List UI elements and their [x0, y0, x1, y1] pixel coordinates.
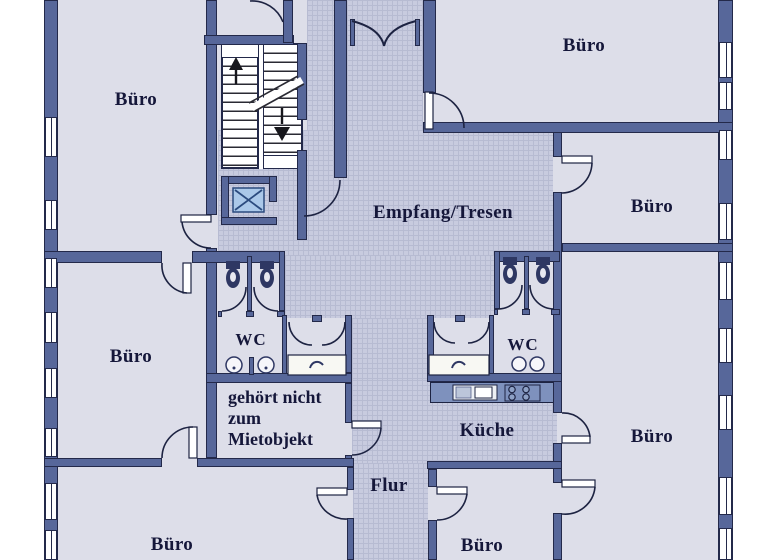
- not-rented-line3: Mietobjekt: [228, 429, 313, 449]
- hallway-mid: [352, 318, 427, 380]
- window-icon: [719, 395, 732, 430]
- window-icon: [45, 312, 57, 343]
- wall: [427, 373, 562, 382]
- window-icon: [719, 130, 732, 160]
- window-icon: [719, 42, 732, 78]
- window-icon: [45, 117, 57, 157]
- wall: [312, 315, 322, 322]
- window-icon: [45, 530, 57, 560]
- elevator-shaft-wall: [221, 217, 277, 225]
- wall: [428, 469, 437, 487]
- window-icon: [719, 203, 732, 240]
- window-icon: [45, 483, 57, 520]
- window-icon: [45, 200, 57, 230]
- wall: [246, 311, 254, 317]
- room-label-buero-bottom-left: Büro: [150, 534, 194, 555]
- wall: [206, 262, 217, 458]
- wall: [345, 383, 352, 423]
- wall: [522, 309, 530, 315]
- room-label-buero-top-left: Büro: [114, 89, 158, 110]
- wall: [204, 35, 294, 45]
- room-label-buero-bottom-center: Büro: [460, 535, 504, 556]
- wall: [247, 256, 252, 311]
- not-rented-line2: zum: [228, 408, 261, 428]
- wall: [249, 357, 254, 375]
- wall: [282, 315, 287, 375]
- wall: [279, 251, 285, 311]
- wall: [44, 458, 162, 467]
- wall: [206, 0, 217, 215]
- wall: [197, 458, 354, 467]
- wall: [427, 315, 434, 380]
- wall: [44, 251, 162, 263]
- window-icon: [45, 428, 57, 457]
- room-label-flur: Flur: [370, 475, 408, 496]
- wall: [551, 309, 560, 315]
- room-label-buero-right: Büro: [630, 426, 674, 447]
- room-label-empfang: Empfang/Tresen: [372, 202, 514, 223]
- wall: [489, 315, 494, 375]
- elevator-shaft-wall: [221, 176, 277, 184]
- hallway-bottom: [353, 463, 428, 560]
- window-icon: [719, 328, 732, 363]
- elevator-shaft-wall: [221, 176, 229, 225]
- wall: [277, 311, 285, 317]
- wall: [345, 315, 352, 373]
- wall: [553, 513, 562, 560]
- wall: [283, 0, 293, 43]
- elevator-shaft-wall: [269, 176, 277, 202]
- wall: [297, 150, 307, 240]
- wall: [524, 256, 529, 309]
- wall: [334, 0, 347, 178]
- room-label-buero-top-right: Büro: [562, 35, 606, 56]
- window-icon: [719, 477, 732, 515]
- room-label-buero-mid-left: Büro: [109, 346, 153, 367]
- window-icon: [45, 368, 57, 398]
- wall: [494, 309, 498, 315]
- wall: [553, 132, 562, 157]
- wall: [423, 0, 436, 93]
- wall: [455, 315, 465, 322]
- wall: [562, 243, 733, 252]
- room-label-wc-right: WC: [507, 335, 539, 354]
- wall: [427, 461, 562, 469]
- wall: [553, 192, 562, 413]
- room-label-not-rented: gehört nicht zum Mietobjekt: [228, 387, 322, 450]
- wall: [428, 520, 437, 560]
- wall: [494, 251, 500, 309]
- window-icon: [719, 262, 732, 300]
- wall: [192, 251, 285, 263]
- wall: [347, 518, 354, 560]
- room-label-kueche: Küche: [459, 420, 515, 441]
- window-icon: [719, 82, 732, 110]
- not-rented-line1: gehört nicht: [228, 387, 322, 407]
- wall: [206, 373, 352, 383]
- wall: [423, 122, 733, 133]
- wc-forecourt-area: [285, 255, 494, 318]
- wall: [347, 467, 354, 490]
- wall: [218, 311, 222, 317]
- entrance-jamb: [415, 19, 420, 46]
- window-icon: [45, 258, 57, 288]
- room-label-wc-left: WC: [235, 330, 267, 349]
- room-label-buero-mid-right: Büro: [630, 196, 674, 217]
